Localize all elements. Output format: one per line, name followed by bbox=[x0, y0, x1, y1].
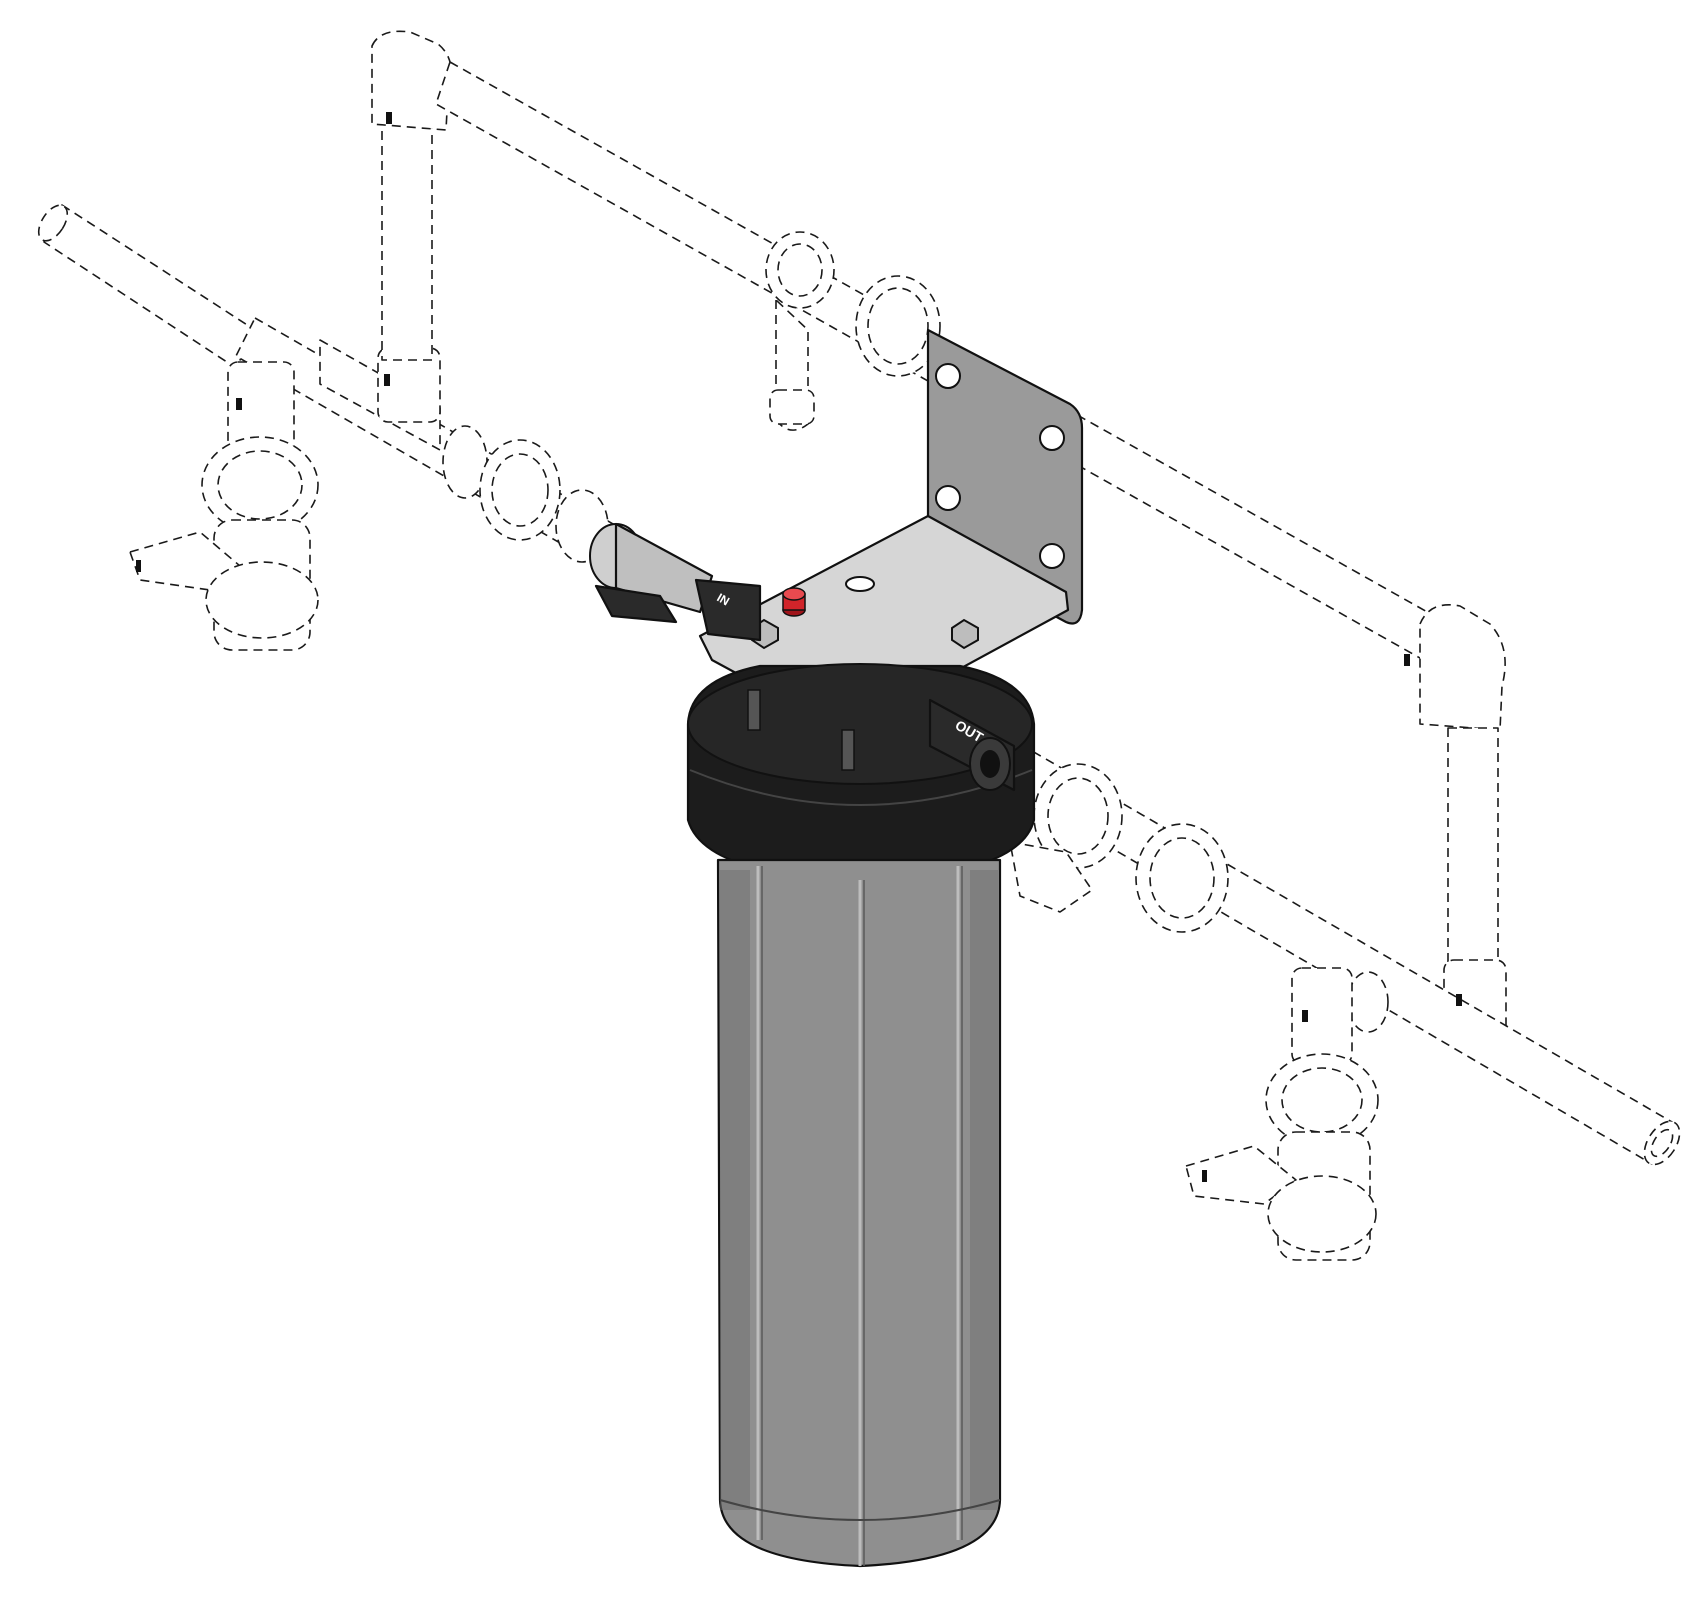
pressure-relief-button bbox=[782, 587, 806, 617]
mounting-bracket bbox=[698, 328, 1084, 724]
outlet-port: OUT bbox=[928, 698, 1016, 792]
union-valve-phantom bbox=[1185, 967, 1379, 1261]
fitting-markings bbox=[136, 112, 1462, 1182]
left-riser-pipe bbox=[371, 30, 453, 361]
left-tee bbox=[319, 339, 441, 451]
union-valve-phantom bbox=[1009, 763, 1389, 1033]
union-valve-phantom bbox=[765, 231, 941, 431]
right-riser-pipe bbox=[1419, 604, 1506, 991]
filter-housing bbox=[716, 858, 1002, 1568]
union-valve-phantom bbox=[129, 361, 319, 651]
union-valve-phantom bbox=[442, 425, 609, 563]
left-inlet-pipe bbox=[37, 204, 256, 369]
inlet-ball-valve: IN bbox=[589, 522, 762, 642]
